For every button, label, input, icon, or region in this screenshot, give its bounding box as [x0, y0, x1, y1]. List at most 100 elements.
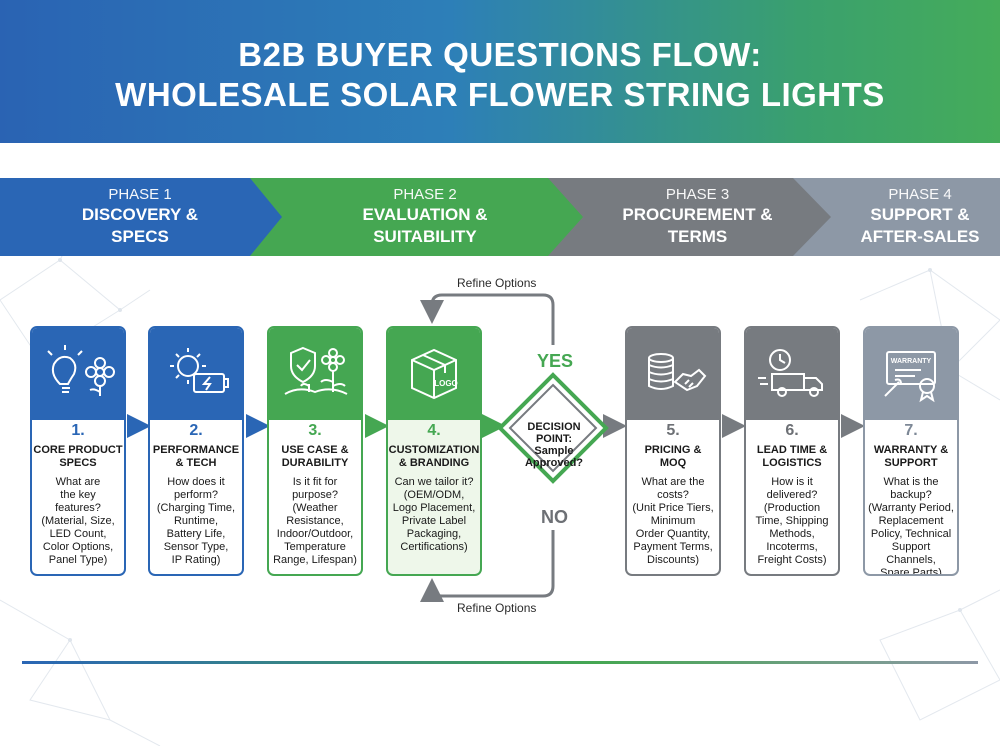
- step-3-body-line: Resistance,: [286, 515, 344, 527]
- step-7-body-line: (Warranty Period,: [868, 502, 954, 514]
- step-1-body-line: Panel Type): [48, 554, 108, 566]
- step-5-body-line: Minimum: [650, 515, 696, 527]
- phase-4-title-line2: AFTER-SALES: [860, 227, 980, 246]
- step-5-number: 5.: [666, 422, 680, 439]
- refine-options-top-label: Refine Options: [457, 276, 537, 290]
- phase-chevrons: [0, 178, 1000, 256]
- sun-battery-icon: [170, 348, 229, 393]
- step-4-header: LOGO: [388, 328, 480, 420]
- step-6-body-line: Freight Costs): [757, 554, 827, 566]
- step-4-title-line1: CUSTOMIZATION: [388, 444, 480, 456]
- decision-text: DECISION POINT: Sample Approved?: [506, 421, 602, 469]
- step-7-body-line: Replacement: [878, 515, 944, 527]
- decision-text-line2: POINT:: [535, 433, 573, 445]
- phase-2-chevron: [250, 178, 590, 256]
- phase-1-number: PHASE 1: [108, 186, 172, 203]
- step-1-body-line: (Material, Size,: [41, 515, 115, 527]
- step-5-body-line: Order Quantity,: [635, 528, 711, 540]
- step-4-body-line: Packaging,: [406, 528, 462, 540]
- step-2-body-line: Runtime,: [173, 515, 219, 527]
- step-4-number: 4.: [427, 422, 441, 439]
- step-7-header: WARRANTY: [865, 328, 957, 420]
- step-7-body-line: Spare Parts): [880, 567, 942, 576]
- decision-diamond: [497, 372, 609, 484]
- step-3-title: USE CASE &DURABILITY: [269, 444, 361, 470]
- step-2-title-line1: PERFORMANCE: [152, 444, 240, 456]
- step-5-title-line2: MOQ: [659, 457, 687, 469]
- step-3-body-line: Is it fit for: [292, 476, 338, 488]
- phase-4-label: PHASE 4 SUPPORT & AFTER-SALES: [845, 178, 995, 247]
- step-7-title-line1: WARRANTY &: [873, 444, 949, 456]
- step-1-body-line: the key: [60, 489, 96, 501]
- step-2-body-line: perform?: [173, 489, 219, 501]
- step-6-title: LEAD TIME &LOGISTICS: [746, 444, 838, 470]
- phase-2-title-line2: SUITABILITY: [373, 227, 477, 246]
- step-1-body-line: LED Count,: [49, 528, 107, 540]
- phase-1-label: PHASE 1 DISCOVERY & SPECS: [40, 178, 240, 247]
- decision-text-line3: Sample: [534, 445, 574, 457]
- step-4-body-line: Private Label: [401, 515, 467, 527]
- phase-1-title-line1: DISCOVERY &: [81, 205, 199, 224]
- step-6-title-line1: LEAD TIME &: [756, 444, 828, 456]
- step-6-body-line: How is it: [771, 476, 813, 488]
- step-3-body-line: Indoor/Outdoor,: [276, 528, 354, 540]
- step-1-body-line: What are: [55, 476, 101, 488]
- phase-3-chevron: [548, 178, 838, 256]
- step-4-body-line: Certifications): [400, 541, 468, 553]
- step-1-number: 1.: [71, 422, 85, 439]
- step-4-title-line2: & BRANDING: [398, 457, 470, 469]
- bulb-flower-icon: [47, 345, 115, 396]
- step-5-title-line1: PRICING &: [644, 444, 702, 456]
- step-card-4: LOGO 4. CUSTOMIZATION& BRANDING Can we t…: [386, 326, 482, 576]
- step-7-body-line: Support Channels,: [886, 541, 936, 566]
- step-1-title-line2: SPECS: [59, 457, 97, 469]
- step-7-body-line: Policy, Technical: [870, 528, 952, 540]
- phase-4-chevron: [793, 178, 1000, 256]
- step-2-body-line: IP Rating): [171, 554, 221, 566]
- step-5-body-line: Payment Terms,: [633, 541, 713, 553]
- clock-truck-icon: [758, 349, 823, 397]
- warranty-certificate-icon: WARRANTY: [884, 351, 936, 403]
- step-4-body-line: (OEM/ODM,: [403, 489, 465, 501]
- page-title-line2: WHOLESALE SOLAR FLOWER STRING LIGHTS: [115, 76, 885, 113]
- step-3-body-line: Temperature: [284, 541, 346, 553]
- logo-box-label: LOGO: [434, 379, 458, 388]
- phase-3-title-line2: TERMS: [667, 227, 728, 246]
- step-6-body-line: Incoterms,: [766, 541, 818, 553]
- step-6-body-line: delivered?: [766, 489, 818, 501]
- decision-yes-label: YES: [537, 351, 574, 371]
- step-6-header: [746, 328, 838, 420]
- step-7-title-line2: SUPPORT: [884, 457, 938, 469]
- refine-options-bottom-label: Refine Options: [457, 601, 537, 615]
- step-6-number: 6.: [785, 422, 799, 439]
- step-2-body-line: Battery Life,: [166, 528, 226, 540]
- page-title-line1: B2B BUYER QUESTIONS FLOW:: [238, 36, 762, 73]
- decision-text-line4: Approved?: [524, 457, 584, 469]
- step-2-header: [150, 328, 242, 420]
- step-2-title-line2: & TECH: [175, 457, 217, 469]
- refine-loop-bottom: [420, 530, 555, 602]
- decision-no-label: NO: [541, 507, 568, 527]
- step-2-title: PERFORMANCE& TECH: [150, 444, 242, 470]
- phase-2-title-line1: EVALUATION &: [362, 205, 488, 224]
- phase-2-number: PHASE 2: [393, 186, 457, 203]
- step-3-title-line2: DURABILITY: [281, 457, 349, 469]
- logo-box-icon: LOGO: [411, 348, 458, 400]
- step-7-title: WARRANTY &SUPPORT: [865, 444, 957, 470]
- step-card-7: WARRANTY 7. WARRANTY &SUPPORT What is th…: [863, 326, 959, 576]
- warranty-certificate-label: WARRANTY: [891, 358, 932, 365]
- phase-banner: PHASE 1 DISCOVERY & SPECS PHASE 2 EVALUA…: [0, 178, 1000, 256]
- phase-2-label: PHASE 2 EVALUATION & SUITABILITY: [320, 178, 530, 247]
- step-7-body-line: backup?: [890, 489, 932, 501]
- step-3-number: 3.: [308, 422, 322, 439]
- phase-1-title-line2: SPECS: [111, 227, 169, 246]
- refine-loop-top: [420, 293, 555, 345]
